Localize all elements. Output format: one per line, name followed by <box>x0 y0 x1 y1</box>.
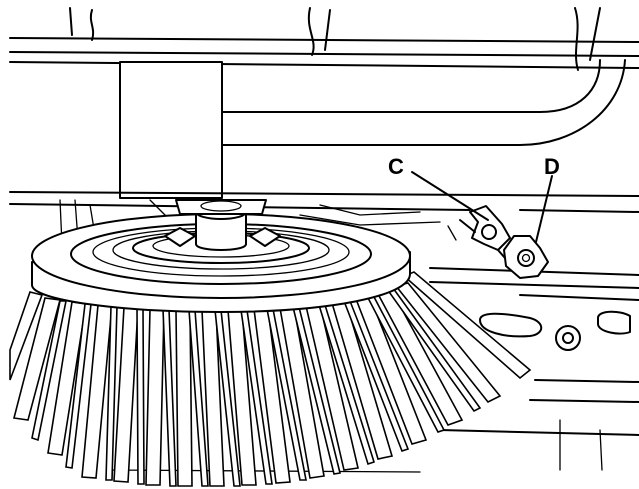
leader-line-d <box>535 175 553 243</box>
knob-d <box>497 235 549 279</box>
leader-line-c <box>411 171 489 221</box>
callout-d: D <box>544 154 560 179</box>
brush-plate <box>31 213 411 313</box>
machine-frame <box>9 7 639 473</box>
callout-c: C <box>388 154 404 179</box>
brush-hub <box>164 199 281 251</box>
brush-bristles <box>9 271 532 487</box>
knob-c <box>447 205 511 251</box>
